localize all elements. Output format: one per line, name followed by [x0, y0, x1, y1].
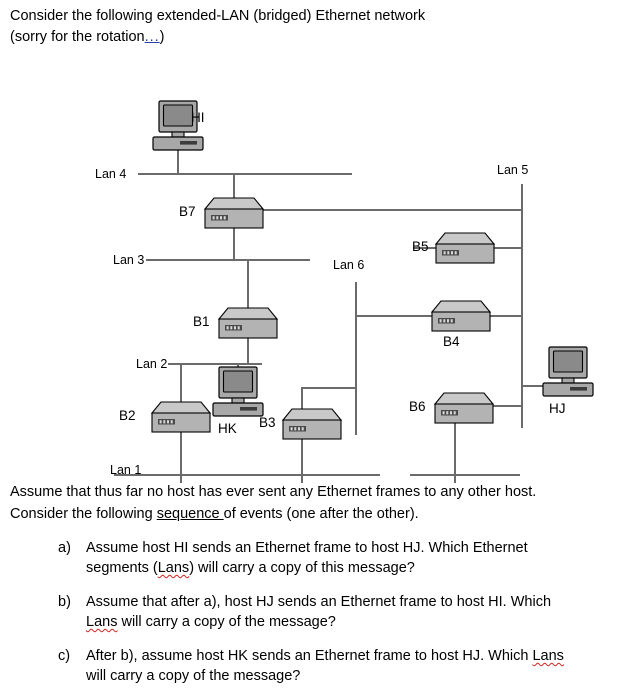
host-hk-label: HK — [218, 421, 237, 436]
question-b-misspelled-word: Lans — [86, 614, 118, 630]
lan-labels: Lan 4 Lan 5 Lan 3 Lan 6 Lan 2 Lan 1 — [95, 163, 528, 477]
question-b-text: Assume that after a), host HJ sends an E… — [86, 592, 628, 632]
bridge-b6[interactable]: B6 — [409, 392, 494, 424]
assume-line-2: Consider the following sequence of event… — [10, 504, 625, 526]
question-c-text: After b), assume host HK sends an Ethern… — [86, 646, 628, 686]
bridge-b1-label: B1 — [193, 314, 210, 329]
network-diagram-svg: HI HK HJ B7 B1 B5 B4 B2 B3 B6 Lan 4 — [95, 100, 594, 483]
question-b-line-2-after: will carry a copy of the message? — [117, 614, 336, 630]
bridge-b2-label: B2 — [119, 408, 136, 423]
question-b-line-2: Lans will carry a copy of the message? — [86, 612, 628, 632]
bridge-b4[interactable]: B4 — [431, 300, 491, 349]
bridge-b5-label: B5 — [412, 239, 429, 254]
host-hj-label: HJ — [549, 401, 566, 416]
question-c-marker: c) — [58, 648, 71, 664]
question-a-line-2-before: segments ( — [86, 560, 158, 576]
sequence-underlined: sequence — [156, 505, 224, 522]
question-a-line-1: Assume host HI sends an Ethernet frame t… — [86, 540, 528, 556]
b3-to-lan6 — [301, 387, 356, 409]
assume-paragraph: Assume that thus far no host has ever se… — [10, 482, 625, 525]
bridge-b3[interactable]: B3 — [259, 408, 342, 440]
question-b-marker: b) — [58, 594, 71, 610]
question-c: c) After b), assume host HK sends an Eth… — [58, 646, 628, 686]
question-c-line-2: will carry a copy of the message? — [86, 668, 301, 684]
lan-label-leaders — [146, 259, 170, 365]
bridge-b5[interactable]: B5 — [412, 232, 495, 264]
lan-cables — [114, 150, 543, 483]
intro-line-1: Consider the following extended-LAN (bri… — [10, 8, 426, 24]
question-a: a) Assume host HI sends an Ethernet fram… — [58, 538, 628, 578]
question-b: b) Assume that after a), host HJ sends a… — [58, 592, 628, 632]
question-list: a) Assume host HI sends an Ethernet fram… — [58, 538, 628, 700]
intro-line-2: (sorry for the rotation...) — [10, 27, 620, 48]
assume-line-1: Assume that thus far no host has ever se… — [10, 484, 537, 500]
question-a-line-2-after: ) will carry a copy of this message? — [189, 560, 415, 576]
intro-line-2-close: ) — [159, 29, 165, 45]
question-a-misspelled-word: Lans — [157, 560, 190, 576]
bridge-b1[interactable]: B1 — [193, 307, 278, 339]
bridge-b6-label: B6 — [409, 399, 426, 414]
assume-line-2-after: of events (one after the other). — [223, 505, 419, 522]
bridge-b7[interactable]: B7 — [179, 197, 264, 229]
lan5-label: Lan 5 — [497, 163, 528, 177]
lan4-label: Lan 4 — [95, 167, 126, 181]
assume-line-2-before: Consider the following — [10, 505, 157, 522]
question-c-line-1-before: After b), assume host HK sends an Ethern… — [86, 648, 533, 664]
bridge-b3-label: B3 — [259, 415, 276, 430]
question-c-line-1: After b), assume host HK sends an Ethern… — [86, 646, 628, 666]
bridge-b7-label: B7 — [179, 204, 196, 219]
question-b-line-1: Assume that after a), host HJ sends an E… — [86, 594, 552, 610]
host-hi-label: HI — [191, 110, 205, 125]
host-hi[interactable]: HI — [152, 100, 205, 151]
bridge-b2[interactable]: B2 — [119, 401, 211, 433]
lan1-label: Lan 1 — [110, 463, 141, 477]
question-a-line-2: segments (Lans) will carry a copy of thi… — [86, 558, 628, 578]
rotation-link[interactable]: ... — [144, 29, 160, 45]
bridge-b4-label: B4 — [443, 334, 460, 349]
intro-line-2-text: (sorry for the rotation — [10, 29, 145, 45]
lan2-label: Lan 2 — [136, 357, 167, 371]
lan3-label: Lan 3 — [113, 253, 144, 267]
host-hk[interactable]: HK — [212, 366, 264, 436]
question-c-misspelled-word: Lans — [532, 648, 564, 664]
network-diagram: HI HK HJ B7 B1 B5 B4 B2 B3 B6 Lan 4 — [0, 98, 631, 488]
question-a-text: Assume host HI sends an Ethernet frame t… — [86, 538, 628, 578]
host-hj[interactable]: HJ — [542, 346, 594, 416]
intro-paragraph: Consider the following extended-LAN (bri… — [10, 6, 620, 48]
lan6-label: Lan 6 — [333, 258, 364, 272]
question-a-marker: a) — [58, 540, 71, 556]
